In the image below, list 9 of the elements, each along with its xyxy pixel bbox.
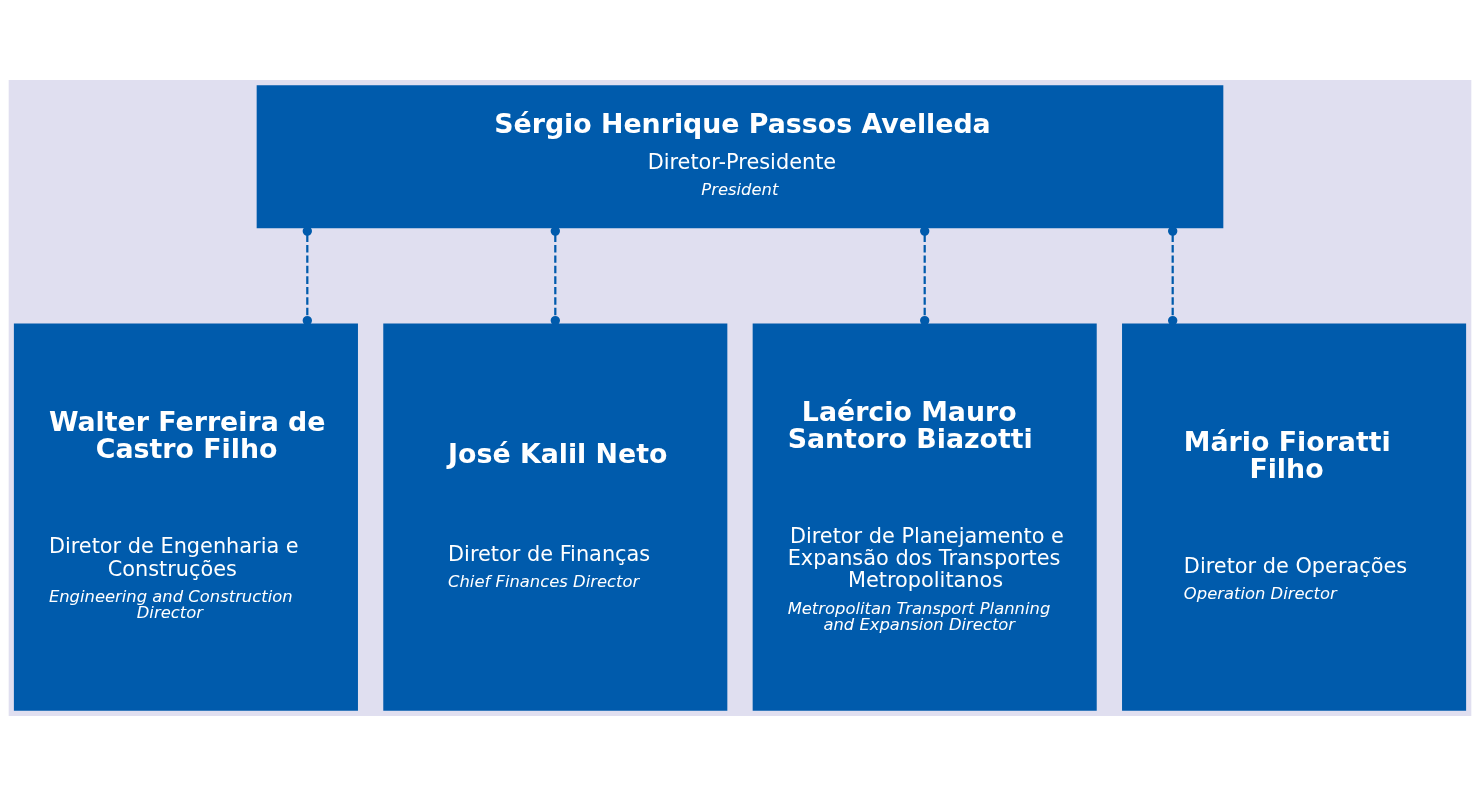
connector — [550, 225, 560, 325]
node-box: Sérgio Henrique Passos Avelleda Diretor-Presidente President — [256, 84, 1224, 228]
node-box: Mário Fioratti Filho Diretor de Operações Operation Director — [1122, 323, 1467, 711]
connector — [302, 225, 312, 325]
node-box: José Kalil Neto Diretor de Finanças Chief Finances Director — [383, 323, 728, 711]
connector — [1168, 225, 1178, 325]
node-box: Laércio Mauro Santoro Biazotti Diretor de Planejamento e Expansão dos Transportes Metropolitanos Metropolitan Transport Planning and Expansion Director — [752, 323, 1097, 711]
connector — [920, 225, 930, 325]
node-box: Walter Ferreira de Castro Filho Diretor de Engenharia e Construções Engineering and Construction Director — [13, 323, 358, 711]
